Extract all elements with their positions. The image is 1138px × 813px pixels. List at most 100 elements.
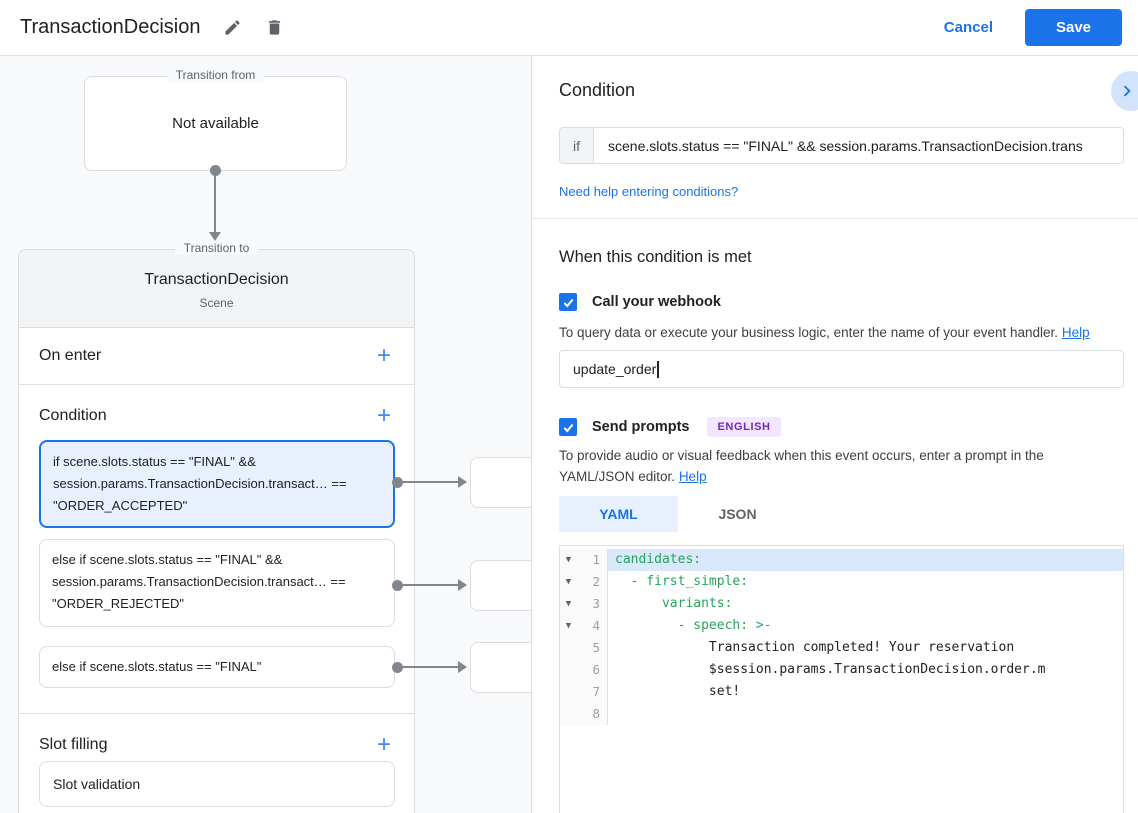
add-condition-button[interactable]: + [372,404,396,428]
on-enter-section: On enter + [19,328,414,385]
condition-section-header: Condition + [19,394,414,438]
text-caret [657,360,659,378]
cancel-button[interactable]: Cancel [928,11,1009,44]
line-number: 6 [592,662,600,677]
editor-line: 5 Transaction completed! Your reservatio… [560,637,1123,659]
if-prefix-label: if [560,128,594,163]
top-bar: TransactionDecision Cancel Save [0,0,1138,56]
condition-card-rejected[interactable]: else if scene.slots.status == "FINAL" &&… [39,539,395,627]
line-number: 3 [592,596,600,611]
condition-help-link[interactable]: Need help entering conditions? [559,184,739,199]
check-icon [563,298,573,307]
webhook-checkbox-row: Call your webhook [559,293,721,311]
transition-from-content: Not available [172,115,259,132]
transition-from-box[interactable]: Transition from Not available [84,68,347,171]
code-text: - speech: >- [615,618,772,633]
fold-spacer [560,637,577,659]
add-on-enter-button[interactable]: + [372,344,396,368]
arrow-down-icon [209,232,221,241]
line-number: 2 [592,574,600,589]
delete-icon[interactable] [262,16,286,40]
check-icon [563,423,573,432]
connector-dot [392,580,403,591]
prompts-checkbox-row: Send prompts ENGLISH [559,417,781,437]
code-text: candidates: [608,549,1123,571]
code-text: Transaction completed! Your reservation [615,640,1015,655]
fold-arrow-icon[interactable]: ▼ [565,555,572,565]
condition-card-final[interactable]: else if scene.slots.status == "FINAL" [39,646,395,688]
condition-card-text: if scene.slots.status == "FINAL" && sess… [53,454,347,513]
editor-line: 6 $session.params.TransactionDecision.or… [560,659,1123,681]
connector-line [214,174,216,232]
prompts-label: Send prompts [592,419,690,435]
arrow-right-icon [458,579,467,591]
tab-json[interactable]: JSON [718,506,757,522]
scene-subtitle: Scene [199,296,234,310]
transition-target-box[interactable] [470,457,531,508]
transition-target-box[interactable] [470,560,531,611]
fold-arrow-icon[interactable]: ▼ [565,621,572,631]
panel-condition-heading: Condition [559,80,636,100]
connector-line [401,666,458,668]
condition-expression-input[interactable]: scene.slots.status == "FINAL" && session… [608,137,1083,154]
editor-line: ▼3 variants: [560,593,1123,615]
condition-if-row: if scene.slots.status == "FINAL" && sess… [559,127,1124,164]
condition-card-accepted[interactable]: if scene.slots.status == "FINAL" && sess… [39,440,395,528]
editor-line: 7 set! [560,681,1123,703]
fold-arrow-icon[interactable]: ▼ [565,577,572,587]
tab-yaml[interactable]: YAML [559,496,678,532]
editor-line: ▼ 4 - speech: >- [560,615,1123,637]
connector-line [401,584,458,586]
code-text: - first_simple: [615,574,749,589]
slot-filling-section-header: Slot filling + [19,724,414,766]
language-badge: ENGLISH [707,417,781,437]
slot-validation-card[interactable]: Slot validation [39,761,395,807]
transition-target-box[interactable] [470,642,531,693]
panel-divider [532,218,1138,219]
arrow-right-icon [458,476,467,488]
transition-to-box: Transition to TransactionDecision Scene … [18,241,415,813]
fold-spacer [560,681,577,703]
line-number: 4 [592,618,600,633]
webhook-label: Call your webhook [592,294,721,310]
code-text: set! [615,684,741,699]
slot-validation-label: Slot validation [53,776,141,792]
editor-tabs: YAML JSON [559,496,797,532]
section-divider [19,713,414,714]
fold-spacer [560,703,577,725]
on-enter-label: On enter [39,347,102,364]
line-number: 1 [592,552,600,567]
prompts-description-text: To provide audio or visual feedback when… [559,448,1044,484]
condition-label: Condition [39,407,107,424]
collapse-panel-button[interactable] [1111,71,1138,111]
edit-icon[interactable] [220,16,244,40]
condition-card-text: else if scene.slots.status == "FINAL" [52,659,262,674]
yaml-code-editor[interactable]: ▼1 candidates: ▼2 - first_simple: ▼3 var… [559,545,1124,813]
webhook-description: To query data or execute your business l… [559,322,1129,343]
scene-header: TransactionDecision Scene [19,250,414,328]
line-number: 8 [592,706,600,721]
code-text [608,703,1123,725]
connector-dot [392,662,403,673]
when-condition-heading: When this condition is met [559,248,752,266]
editor-line: ▼ 1 candidates: [560,549,1123,571]
editor-line: ▼ 2 - first_simple: [560,571,1123,593]
condition-card-text: else if scene.slots.status == "FINAL" &&… [52,552,346,611]
prompts-checkbox[interactable] [559,418,577,436]
fold-spacer [560,659,577,681]
prompts-help-link[interactable]: Help [678,469,707,484]
line-number: 5 [592,640,600,655]
arrow-right-icon [458,661,467,673]
fold-arrow-icon[interactable]: ▼ [565,599,572,609]
condition-detail-panel: Condition if scene.slots.status == "FINA… [531,56,1138,813]
webhook-checkbox[interactable] [559,293,577,311]
save-button[interactable]: Save [1025,9,1122,46]
webhook-handler-input[interactable]: update_order [559,350,1124,388]
chevron-right-icon [1123,85,1131,97]
webhook-help-link[interactable]: Help [1061,325,1090,340]
flow-diagram-pane: Transition from Not available Transition… [0,56,531,813]
slot-filling-label: Slot filling [39,736,108,753]
add-slot-button[interactable]: + [372,733,396,757]
transition-to-legend: Transition to [174,241,259,255]
